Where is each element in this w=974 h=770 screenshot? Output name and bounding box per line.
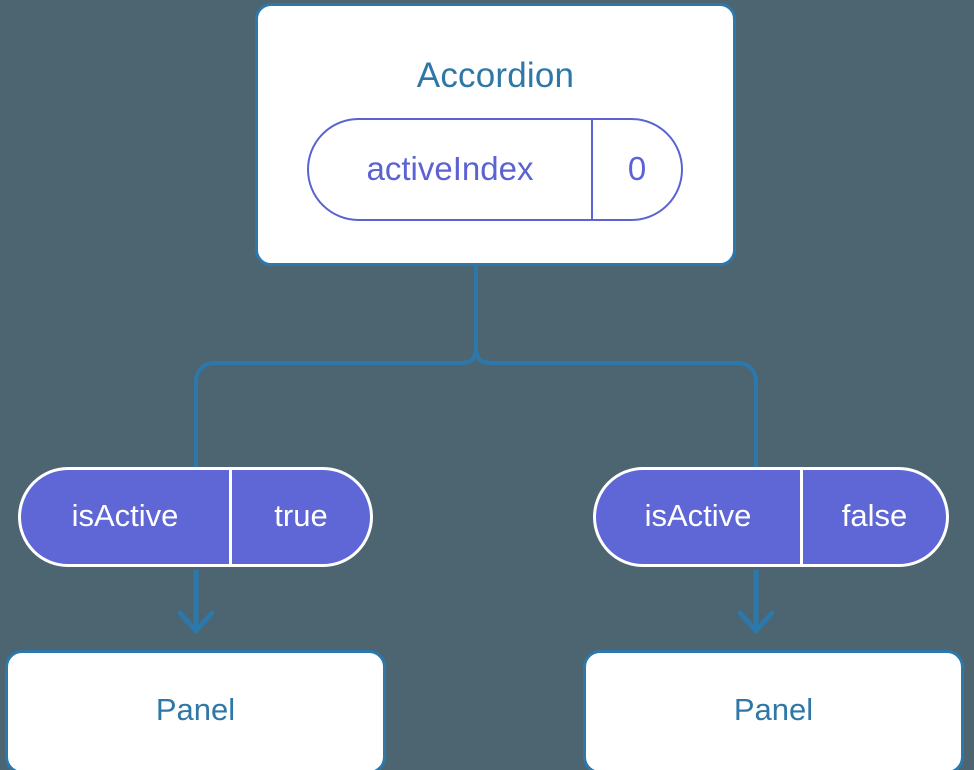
prop-pill-value: true	[274, 498, 328, 533]
prop-pill-key: isActive	[21, 470, 232, 564]
state-pill-active-index[interactable]: activeIndex 0	[307, 118, 683, 221]
component-card-panel-right[interactable]: Panel	[583, 650, 964, 770]
connector-split-bar	[194, 344, 478, 467]
connector-split-bar-right	[474, 344, 758, 467]
component-card-panel-left[interactable]: Panel	[5, 650, 386, 770]
arrow-right	[737, 570, 775, 634]
component-title-accordion: Accordion	[416, 56, 575, 95]
prop-pill-value: false	[841, 498, 908, 533]
prop-pill-key: isActive	[596, 470, 803, 564]
state-pill-key: activeIndex	[309, 120, 593, 219]
component-title-panel-left: Panel	[155, 691, 236, 727]
component-title-panel-right: Panel	[733, 691, 814, 727]
state-pill-value: 0	[627, 149, 647, 187]
prop-pill-is-active-false[interactable]: isActive false	[593, 467, 949, 567]
arrow-left	[177, 570, 215, 634]
prop-pill-is-active-true[interactable]: isActive true	[18, 467, 373, 567]
